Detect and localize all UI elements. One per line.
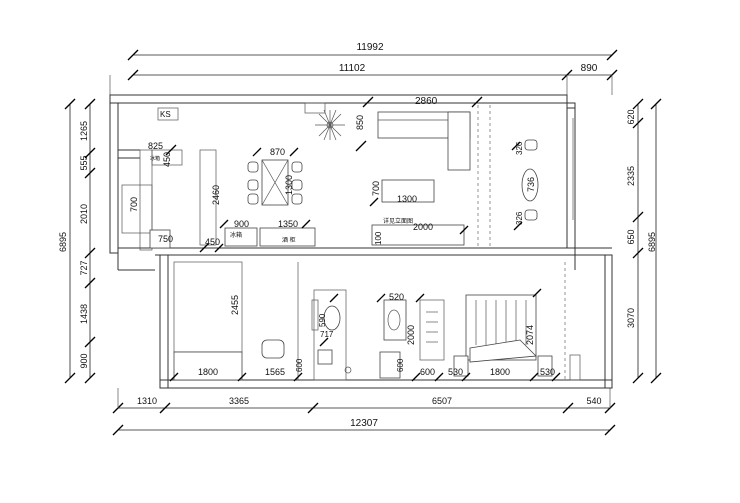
living-area: 详见立面图 [371,105,539,248]
dim-left-6: 900 [79,353,89,368]
dim-left-1: 1265 [79,121,89,141]
dim-530b: 530 [540,367,555,377]
dim-700a: 700 [129,197,139,212]
fridge-label: 冰箱 [230,231,242,239]
dim-450a: 450 [162,152,172,167]
dim-2000b: 2000 [406,325,416,345]
dim-1565: 1565 [265,367,285,377]
dim-750: 750 [158,234,173,244]
dim-left-overall: 6895 [58,232,68,252]
dim-bottom-3: 6507 [432,396,452,406]
dim-right-overall: 6895 [647,232,657,252]
dim-850: 850 [355,115,365,130]
dim-825: 825 [148,141,163,151]
lower-left-room [173,261,299,381]
dim-600c: 600 [420,367,435,377]
wardrobe-room [379,299,445,379]
dim-bottom-4: 540 [586,396,601,406]
dim-870: 870 [270,147,285,157]
dim-590: 590 [318,313,327,327]
kitchen-area: 冰箱 酒 柜 冰箱 KS [121,107,316,251]
dining-table [247,159,303,206]
dim-left-2: 555 [79,155,89,170]
dim-326a: 326 [515,141,524,155]
dim-600a: 600 [295,358,304,372]
plant-decoration [304,102,345,141]
dim-900: 900 [234,219,249,229]
dim-2860: 2860 [415,96,438,107]
dim-600b: 600 [396,358,405,372]
dim-1800a: 1800 [198,367,218,377]
outer-walls [109,94,613,389]
bathroom [311,289,352,381]
dim-right-2: 2335 [626,166,636,186]
fridge-short-label: 冰箱 [150,155,160,162]
dim-1300b: 1300 [397,194,417,204]
dim-717: 717 [320,330,334,339]
dim-520: 520 [389,292,404,302]
dim-bottom-overall: 12307 [350,418,378,429]
dim-2000a: 2000 [413,222,433,232]
dim-top-right: 890 [581,63,598,74]
dim-top-overall: 11992 [356,42,384,53]
dim-bottom-1: 1310 [137,396,157,406]
interior-dimensions: 825 450 870 1300 2460 700 900 1350 750 4… [129,96,561,382]
dim-bottom-2: 3365 [229,396,249,406]
bottom-dimensions: 1310 3365 6507 540 12307 [112,388,616,436]
dim-530a: 530 [448,367,463,377]
dim-100: 100 [374,231,383,245]
dim-736: 736 [526,177,536,192]
dim-2074: 2074 [525,325,535,345]
dim-top-left: 11102 [339,63,366,74]
dim-1300a: 1300 [284,175,294,195]
elevation-note: 详见立面图 [383,217,413,225]
dim-left-5: 1438 [79,304,89,324]
dim-700b: 700 [371,181,381,196]
dim-2460: 2460 [211,185,221,205]
dim-2455: 2455 [230,295,240,315]
dim-1350: 1350 [278,219,298,229]
dim-right-1: 620 [626,109,636,124]
right-dimensions: 620 2335 650 3070 6895 [626,98,662,384]
wine-cabinet-label: 酒 柜 [282,236,296,244]
bedroom [453,262,581,381]
dim-left-3: 2010 [79,204,89,224]
dim-right-4: 3070 [626,308,636,328]
dim-right-3: 650 [626,229,636,244]
ks-mark: KS [160,110,171,119]
dim-326b: 326 [515,211,524,225]
dim-450b: 450 [205,237,220,247]
dim-1800b: 1800 [490,367,510,377]
top-dimensions: 11992 11102 890 [109,42,618,95]
dim-left-4: 727 [79,260,89,275]
left-dimensions: 6895 1265 555 2010 727 1438 900 [58,98,96,384]
